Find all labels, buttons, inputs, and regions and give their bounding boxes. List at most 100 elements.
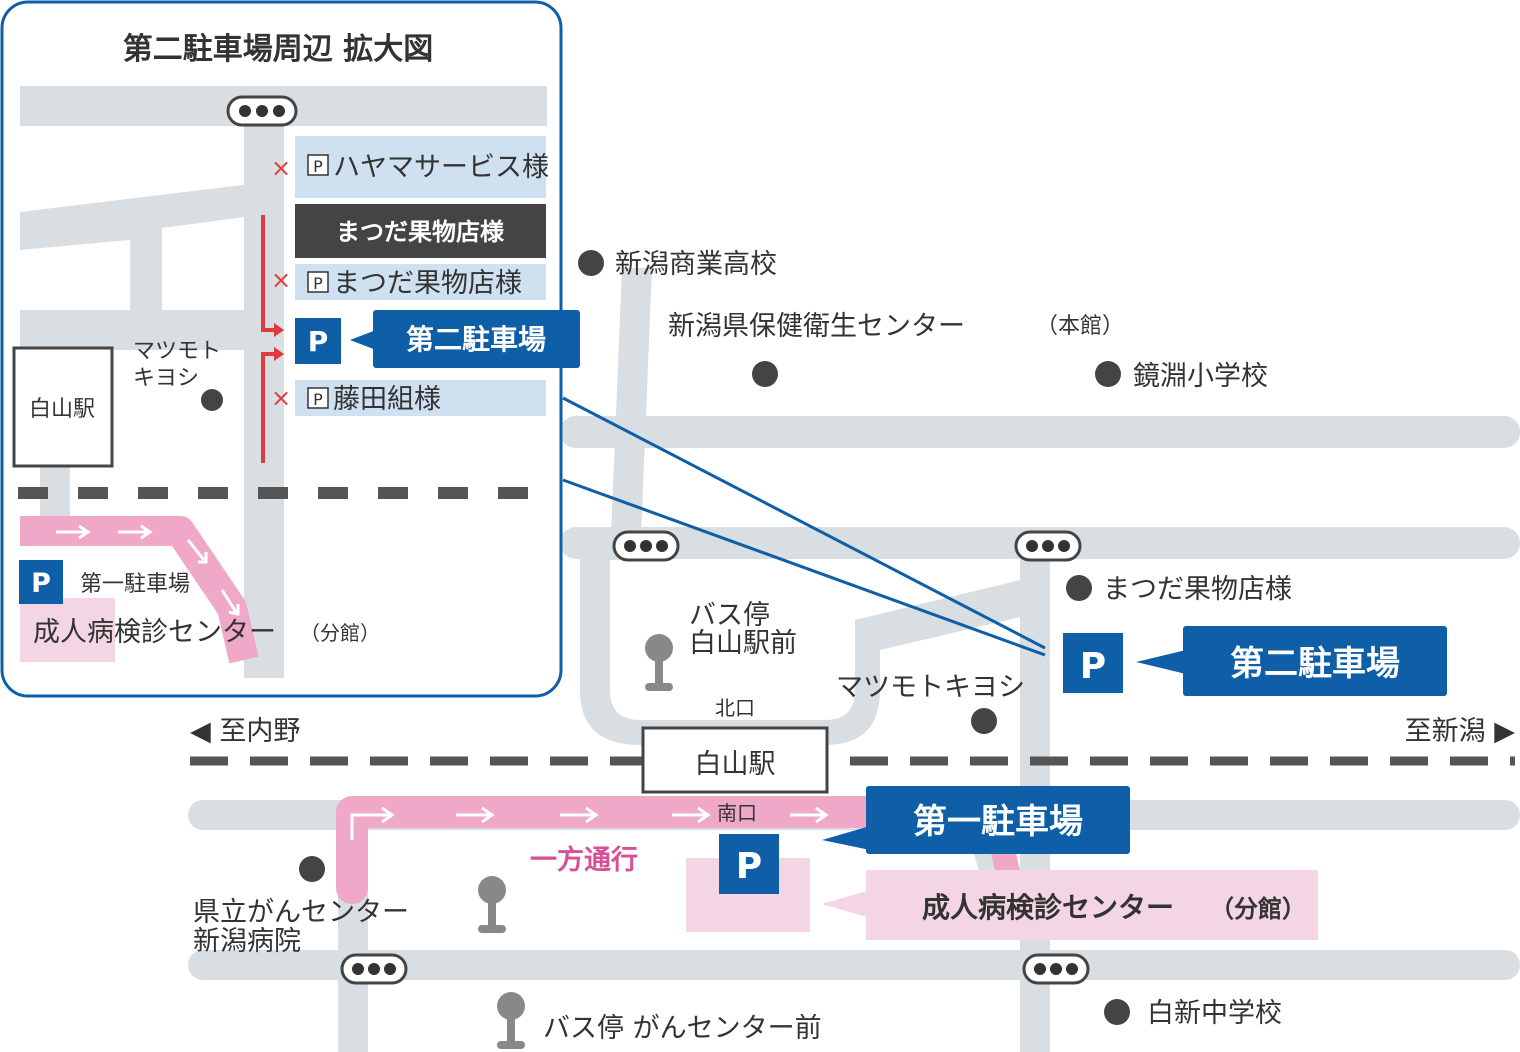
inset-station-label: 白山駅 bbox=[29, 397, 95, 422]
inset-lot-fujita bbox=[295, 380, 546, 416]
parking-small-icon: P bbox=[313, 157, 323, 176]
route-arrow bbox=[350, 806, 395, 840]
second-lot-callout: 第二駐車場 bbox=[1136, 626, 1447, 696]
svg-text:藤田組様: 藤田組様 bbox=[333, 384, 441, 415]
center-label: 成人病検診センター bbox=[922, 891, 1174, 924]
to-uchino-label: ◀ 至内野 bbox=[190, 716, 300, 747]
svg-text:ハヤマサービス様: ハヤマサービス様 bbox=[333, 152, 549, 183]
first-lot-callout: 第一駐車場 bbox=[822, 786, 1130, 854]
landmark-dot-matsumoto bbox=[971, 708, 997, 734]
hakushin-school-label: 白新中学校 bbox=[1147, 998, 1282, 1029]
route-arrow bbox=[118, 524, 153, 540]
landmark-dot-kyoen bbox=[1095, 361, 1121, 387]
matsumoto-label: マツモトキヨシ bbox=[836, 672, 1025, 703]
inset-first-lot-label: 第一駐車場 bbox=[80, 572, 190, 597]
health-center-label: 新潟県保健衛生センター bbox=[668, 311, 965, 342]
entry-arrow-icon bbox=[274, 323, 284, 337]
route-arrows bbox=[350, 806, 829, 840]
svg-text:P: P bbox=[1080, 646, 1106, 687]
road-top-horizontal bbox=[560, 416, 1520, 448]
cancer-center-label-line1: 県立がんセンター bbox=[193, 897, 409, 928]
inset-lot-matsuda-label: P まつだ果物店様 bbox=[307, 268, 522, 299]
bus-stop-icon bbox=[478, 876, 506, 933]
health-center-suffix: （本館） bbox=[1036, 314, 1124, 339]
inset-title: 第二駐車場周辺 拡大図 bbox=[123, 32, 433, 67]
inset-landmark-dot bbox=[201, 389, 223, 411]
route-arrow bbox=[560, 806, 599, 824]
traffic-light-2 bbox=[1014, 530, 1082, 562]
inset-second-lot-parking-icon: P bbox=[295, 318, 341, 364]
traffic-light-3 bbox=[340, 953, 408, 985]
parking-small-icon: P bbox=[313, 390, 323, 409]
inset-route-arrows bbox=[56, 524, 240, 616]
landmark-dot-matsuda bbox=[1066, 575, 1092, 601]
svg-text:P: P bbox=[308, 325, 329, 358]
inset-landmark-label-line1: マツモト bbox=[133, 339, 221, 364]
bus-stop-icon bbox=[645, 634, 673, 691]
svg-text:まつだ果物店様: まつだ果物店様 bbox=[333, 268, 522, 299]
no-entry-cross-icon: × bbox=[271, 266, 291, 294]
inset-landmark-label-line2: キヨシ bbox=[133, 366, 199, 391]
inset-station-box bbox=[12, 346, 114, 468]
no-entry-cross-icon: × bbox=[271, 154, 291, 182]
svg-text:P: P bbox=[31, 568, 51, 599]
inset-second-lot-callout: 第二駐車場 bbox=[350, 310, 580, 368]
one-way-label: 一方通行 bbox=[530, 844, 638, 876]
center-suffix: （分館） bbox=[1210, 895, 1306, 923]
inset-map: 第二駐車場周辺 拡大図 白山駅 まつだ果物店様 bbox=[0, 0, 580, 698]
bus-stop-label-line1: バス停 bbox=[689, 600, 770, 631]
road-bottom-horizontal bbox=[188, 950, 1520, 980]
svg-text:P: P bbox=[736, 846, 762, 887]
inset-lot-fujita-label: P 藤田組様 bbox=[307, 384, 441, 415]
center-callout: 成人病検診センター （分館） bbox=[822, 870, 1318, 940]
landmark-dot-cancer-center bbox=[299, 856, 325, 882]
landmark-dot-health-center bbox=[752, 361, 778, 387]
inset-connector-top bbox=[562, 396, 1046, 650]
matsuda-shop-label: まつだ果物店様 bbox=[1103, 574, 1292, 605]
route-arrow bbox=[790, 806, 829, 824]
station-box bbox=[641, 726, 829, 794]
second-lot-label: 第二駐車場 bbox=[1230, 644, 1400, 684]
inset-lot-hayama-label: P ハヤマサービス様 bbox=[307, 152, 549, 183]
road-station-loop bbox=[580, 545, 1050, 745]
road-diagonal bbox=[610, 268, 652, 560]
to-niigata-label: 至新潟 ▶ bbox=[1405, 716, 1516, 747]
no-entry-cross-icon: × bbox=[271, 384, 291, 412]
inset-lot-hayama bbox=[295, 136, 546, 198]
traffic-light-4 bbox=[1022, 953, 1090, 985]
inset-road-left bbox=[20, 180, 284, 340]
south-exit-label: 南口 bbox=[717, 801, 757, 825]
inset-shop-box bbox=[295, 204, 546, 258]
second-lot-parking-icon: P bbox=[1063, 633, 1123, 693]
inset-second-lot-label: 第二駐車場 bbox=[406, 323, 546, 356]
landmark-dot-shogyo bbox=[578, 250, 604, 276]
kyoen-school-label: 鏡淵小学校 bbox=[1133, 361, 1268, 392]
shogyo-school-label: 新潟商業高校 bbox=[615, 249, 777, 280]
bus-stop-icon bbox=[497, 992, 525, 1049]
station-label: 白山駅 bbox=[695, 749, 776, 780]
bus-stop-2-label: バス停 がんセンター前 bbox=[543, 1013, 822, 1044]
route-arrow bbox=[220, 589, 240, 616]
cancer-center-label-line2: 新潟病院 bbox=[193, 926, 301, 957]
entry-arrow-icon bbox=[274, 347, 284, 361]
north-exit-label: 北口 bbox=[715, 696, 755, 720]
landmark-dot-hakushin bbox=[1104, 999, 1130, 1025]
first-lot-label: 第一駐車場 bbox=[913, 802, 1083, 842]
inset-traffic-light bbox=[226, 95, 298, 127]
inset-lot-matsuda bbox=[295, 264, 546, 300]
bus-stop-label-line2: 白山駅前 bbox=[689, 628, 797, 659]
inset-shop-label: まつだ果物店様 bbox=[336, 218, 505, 246]
inset-center-suffix: （分館） bbox=[300, 621, 380, 645]
route-arrow bbox=[672, 806, 711, 824]
route-arrow bbox=[456, 806, 495, 824]
route-arrow bbox=[56, 524, 91, 540]
route-arrow bbox=[186, 539, 208, 564]
inset-road-middle bbox=[20, 310, 284, 350]
inset-pink-area bbox=[20, 598, 115, 662]
parking-small-icon: P bbox=[313, 274, 323, 293]
inset-center-label: 成人病検診センター bbox=[33, 617, 276, 648]
traffic-light-1 bbox=[612, 530, 680, 562]
inset-connector-bottom bbox=[562, 478, 1046, 657]
inset-first-lot-parking-icon: P bbox=[19, 560, 63, 604]
